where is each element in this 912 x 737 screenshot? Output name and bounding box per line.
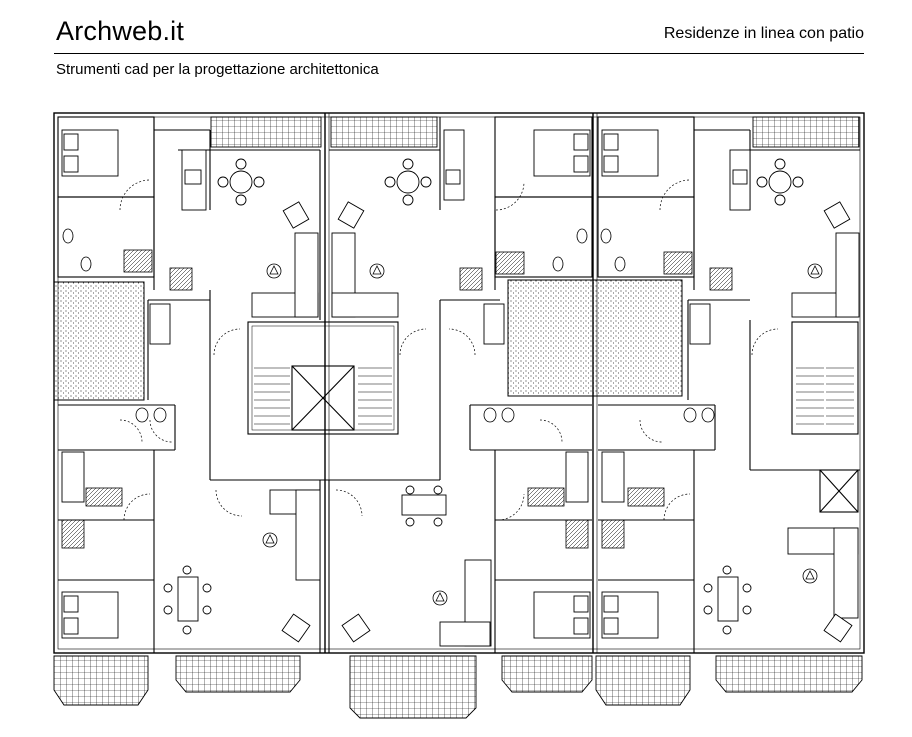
stair-treads [254,367,854,425]
kitchen-counters [149,129,751,345]
round-tables [217,158,804,206]
top-balconies [210,116,860,148]
beds [61,129,659,639]
drawing-title: Residenze in linea con patio [663,25,864,42]
brand-title: Archweb.it [56,16,185,46]
bottom-balconies [53,655,863,719]
dining-tables [163,485,752,635]
subtitle: Strumenti cad per la progettazione archi… [56,61,379,78]
header-rule [54,53,864,54]
armchairs [281,201,853,643]
door-swings [119,179,779,521]
bathroom-fixtures [61,228,733,549]
plant-symbols [262,263,823,606]
header: Archweb.it Residenze in linea con patio … [0,0,912,90]
patios [53,279,683,401]
interior-walls [57,116,860,653]
sofas [251,232,860,647]
